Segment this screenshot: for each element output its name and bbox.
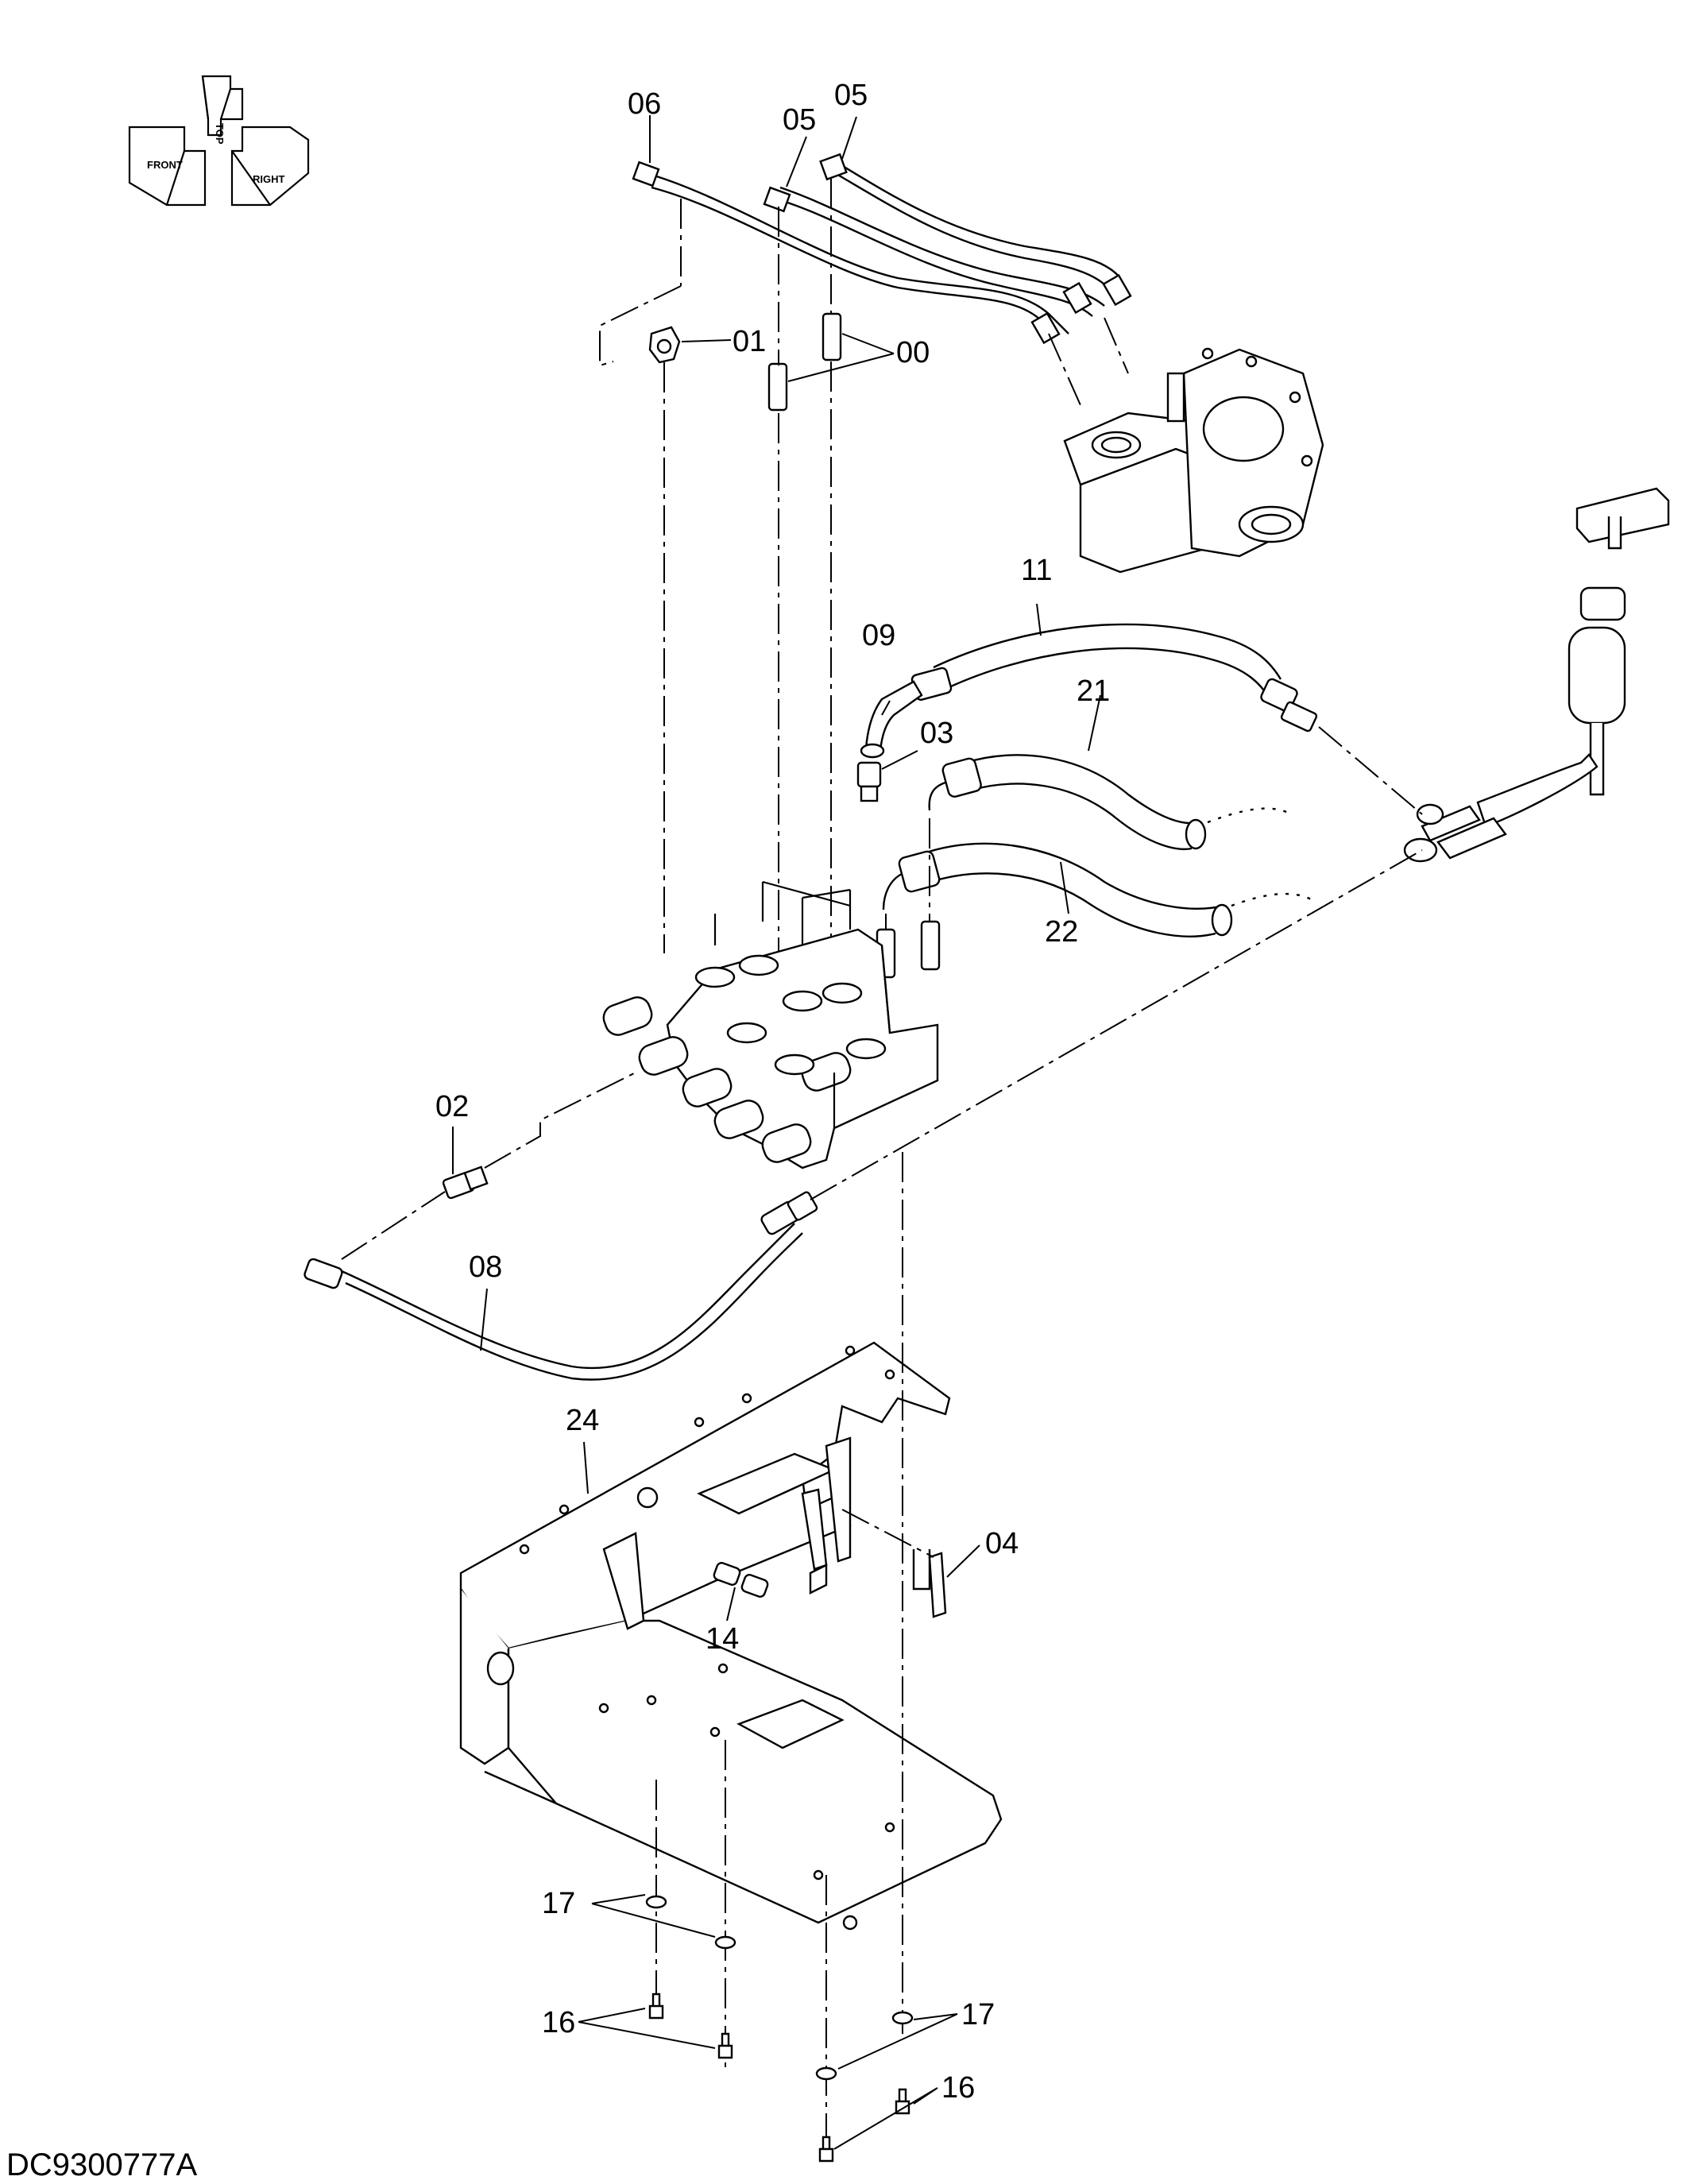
callout-04: 04: [985, 1527, 1019, 1560]
callout-22: 22: [1045, 915, 1078, 949]
bolt-16-d: [818, 2136, 834, 2163]
washer-17-a: [645, 1895, 667, 1909]
part-24-stand: [459, 1341, 1003, 1931]
callout-16-left: 16: [542, 2006, 575, 2039]
part-14-fittings: [713, 1509, 934, 1598]
callout-labels: 06 05 05 01 00 11 09 03 21 22 02 08 24 0…: [435, 79, 1110, 2105]
part-03-fitting: [856, 761, 882, 802]
washer-17-c: [891, 2011, 914, 2025]
part-22-hose: [882, 842, 1316, 937]
part-11-hose: [910, 623, 1423, 815]
callout-17-left: 17: [542, 1887, 575, 1920]
lower-alignment-lines: [655, 1152, 903, 2161]
washers-and-bolts: [645, 1895, 914, 2163]
orientation-indicator: FRONT TOP RIGHT: [128, 75, 310, 207]
callout-17-right: 17: [961, 1998, 995, 2031]
callout-00: 00: [896, 336, 930, 369]
bolt-16-b: [717, 2032, 733, 2059]
front-label: FRONT: [147, 159, 183, 171]
washer-17-d: [815, 2066, 837, 2081]
callout-21: 21: [1077, 675, 1110, 708]
drawing-code: DC9300777A: [6, 2147, 197, 2182]
part-02-fitting: [442, 1072, 636, 1200]
callout-03: 03: [920, 717, 953, 750]
callout-08: 08: [469, 1250, 502, 1284]
bolt-16-a: [648, 1993, 664, 2020]
leader-lines: [452, 115, 1101, 2150]
callout-24: 24: [566, 1404, 599, 1437]
upper-alignment-lines: [599, 179, 1129, 1057]
right-label: RIGHT: [253, 173, 285, 185]
part-04-plate: [928, 1552, 947, 1618]
callout-07: 06: [628, 87, 661, 121]
top-label: TOP: [214, 123, 226, 145]
control-valve: [602, 880, 939, 1169]
part-09-elbow: [860, 680, 923, 759]
part-00-adapters: [767, 312, 842, 412]
part-21-hose: [928, 754, 1292, 850]
part-01-elbow: [648, 326, 681, 364]
hose-adapters: [876, 818, 941, 979]
upper-pilot-hoses: [632, 153, 1132, 345]
bolt-16-c: [895, 2088, 910, 2115]
washer-17-b: [714, 1935, 736, 1950]
callout-01: 01: [733, 325, 766, 358]
callout-06: 05: [783, 103, 816, 137]
callout-16-right: 16: [941, 2071, 975, 2105]
callout-02: 02: [435, 1090, 469, 1123]
callout-09: 09: [862, 619, 895, 652]
part-08-hose: [303, 849, 1423, 1381]
callout-05: 05: [834, 79, 868, 112]
swing-motor-unit: [1063, 347, 1324, 574]
callout-14: 14: [706, 1622, 739, 1656]
callout-11: 11: [1021, 554, 1052, 587]
right-pipe-assembly: [1403, 487, 1670, 863]
